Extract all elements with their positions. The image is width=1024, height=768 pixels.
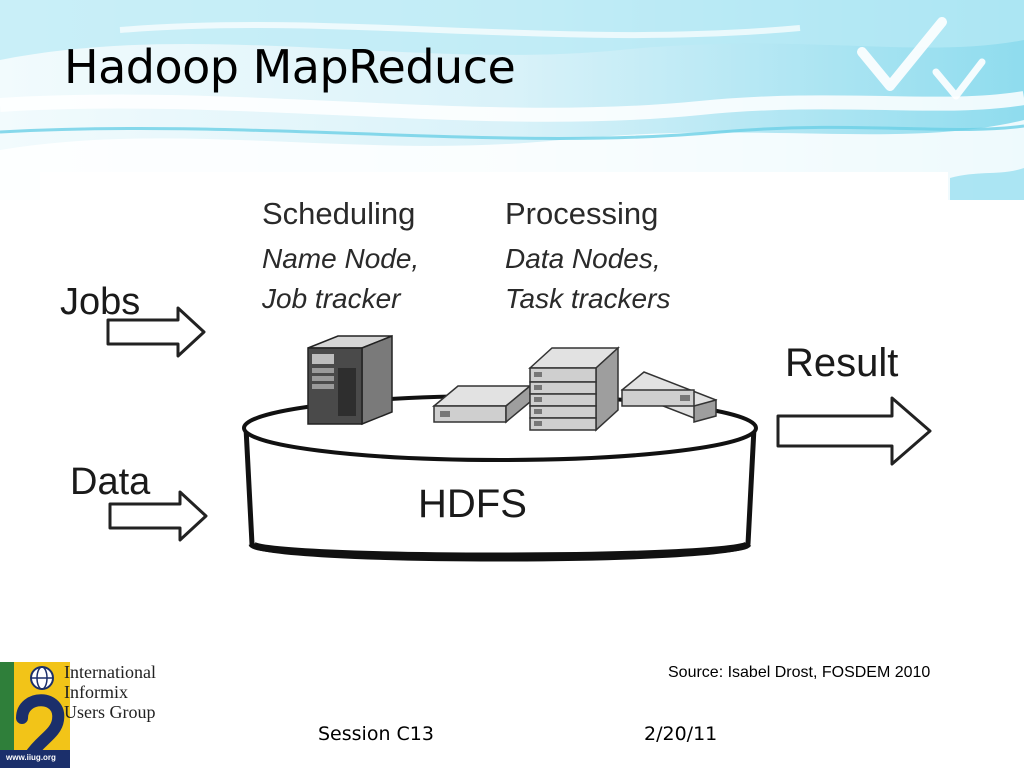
logo-line-2: Informix (64, 682, 128, 702)
data-node-server-stack-icon (528, 346, 620, 432)
data-arrow (108, 490, 208, 542)
iiug-logo: International Informix Users Group www.i… (0, 660, 175, 768)
logo-line-3: Users Group (64, 702, 156, 722)
slide-title: Hadoop MapReduce (64, 40, 516, 94)
result-label: Result (785, 341, 898, 385)
footer-date: 2/20/11 (644, 723, 718, 745)
logo-url: www.iiug.org (6, 753, 56, 762)
result-arrow (776, 396, 932, 466)
jobs-label: Jobs (60, 281, 140, 323)
processing-heading: Processing (505, 196, 658, 231)
scheduling-line-1: Name Node, (262, 243, 419, 274)
processing-line-2: Task trackers (505, 283, 670, 314)
processing-line-1: Data Nodes, (505, 243, 661, 274)
data-label: Data (70, 461, 151, 503)
scheduling-heading: Scheduling (262, 196, 415, 231)
data-node-server-right-icon (620, 371, 718, 423)
logo-numeral-mark (16, 694, 68, 762)
jobs-arrow (106, 306, 206, 358)
logo-url-strip (0, 750, 70, 768)
scheduling-line-2: Job tracker (261, 283, 402, 314)
decorative-banner (0, 0, 1024, 200)
name-node-server-icon (307, 334, 393, 426)
source-citation: Source: Isabel Drost, FOSDEM 2010 (668, 664, 931, 681)
hdfs-label: HDFS (418, 482, 527, 526)
mapreduce-diagram: Jobs Data Scheduling Name Node, Job trac… (40, 172, 948, 612)
data-node-server-left-icon (431, 384, 533, 424)
footer-session: Session C13 (318, 723, 434, 745)
logo-line-1: International (64, 662, 156, 682)
